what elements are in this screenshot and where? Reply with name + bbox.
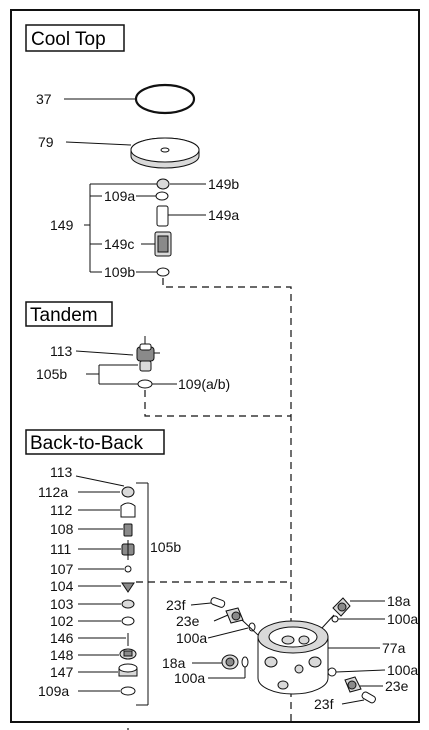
label-b2b-111: 111 (50, 541, 71, 557)
part-23f-bottom (361, 691, 376, 704)
label-b2b-107: 107 (50, 561, 74, 577)
label-149b: 149b (208, 176, 239, 192)
label-100a-left: 100a (176, 630, 207, 646)
tandem-valve-part (136, 336, 160, 372)
label-b2b-109a: 109a (38, 683, 69, 699)
part-b2b-104 (121, 582, 135, 593)
fitting-assembly: 23f 23e 100a 18a 100a 18a 100a 77a 100a … (162, 593, 418, 712)
label-149c: 149c (104, 236, 134, 252)
label-109a: 109a (104, 188, 135, 204)
label-23f-bottom: 23f (314, 696, 334, 712)
cool-top-title: Cool Top (31, 29, 106, 50)
label-tandem-109ab: 109(a/b) (178, 376, 230, 392)
label-23e-top: 23e (176, 613, 200, 629)
back-to-back-title: Back-to-Back (30, 433, 143, 454)
label-23e-right: 23e (385, 678, 409, 694)
label-100a-right2: 100a (387, 662, 418, 678)
label-79: 79 (38, 134, 54, 150)
part-23f-top (210, 597, 226, 608)
label-18a-left: 18a (162, 655, 186, 671)
label-tandem-113: 113 (50, 343, 73, 359)
part-b2b-107 (124, 565, 132, 573)
label-tandem-105b: 105b (36, 366, 67, 382)
part-109b-ring (156, 267, 170, 277)
label-b2b-113: 113 (50, 464, 73, 480)
part-149b (156, 178, 170, 190)
part-b2b-112 (120, 502, 136, 518)
part-149a (156, 205, 169, 227)
label-b2b-112: 112 (50, 502, 73, 518)
label-100a-right: 100a (387, 611, 418, 627)
o-ring-37 (134, 83, 196, 115)
label-100a-left2: 100a (174, 670, 205, 686)
label-109b: 109b (104, 264, 135, 280)
part-100a-left (241, 656, 249, 668)
label-b2b-146: 146 (50, 630, 74, 646)
part-b2b-112a (121, 486, 135, 498)
back-to-back-section: Back-to-Back 105b (25, 429, 291, 730)
back-to-back-title-box (25, 429, 165, 455)
tandem-section: Tandem 113 105b 109(a/b) (25, 301, 291, 417)
part-b2b-103 (121, 599, 135, 609)
label-b2b-102: 102 (50, 613, 74, 629)
label-18a-right: 18a (387, 593, 411, 609)
tandem-ring (137, 379, 153, 389)
cool-top-title-box (25, 24, 125, 52)
tandem-title: Tandem (30, 305, 98, 326)
part-109a-ring (155, 191, 169, 201)
part-b2b-109a (120, 686, 136, 696)
label-b2b-148: 148 (50, 647, 74, 663)
label-149a: 149a (208, 207, 239, 223)
dashed-connector-tandem (144, 390, 291, 417)
label-149: 149 (50, 217, 74, 233)
label-b2b-112a: 112a (38, 484, 68, 500)
label-b2b-105b: 105b (150, 539, 181, 555)
label-23f-top: 23f (166, 597, 186, 613)
label-b2b-104: 104 (50, 578, 74, 594)
label-b2b-147: 147 (50, 664, 74, 680)
label-b2b-108: 108 (50, 521, 74, 537)
label-37: 37 (36, 91, 52, 107)
label-77a: 77a (382, 640, 406, 656)
part-b2b-108 (123, 523, 133, 537)
diagram-frame (10, 9, 420, 723)
tandem-title-box (25, 301, 113, 327)
dashed-connector-cool-top (162, 278, 292, 722)
cool-top-section: Cool Top 37 79 149b 149a 149 109a (25, 24, 292, 722)
part-100a-right2 (327, 667, 337, 677)
part-b2b-102 (121, 616, 135, 626)
label-b2b-103: 103 (50, 596, 74, 612)
